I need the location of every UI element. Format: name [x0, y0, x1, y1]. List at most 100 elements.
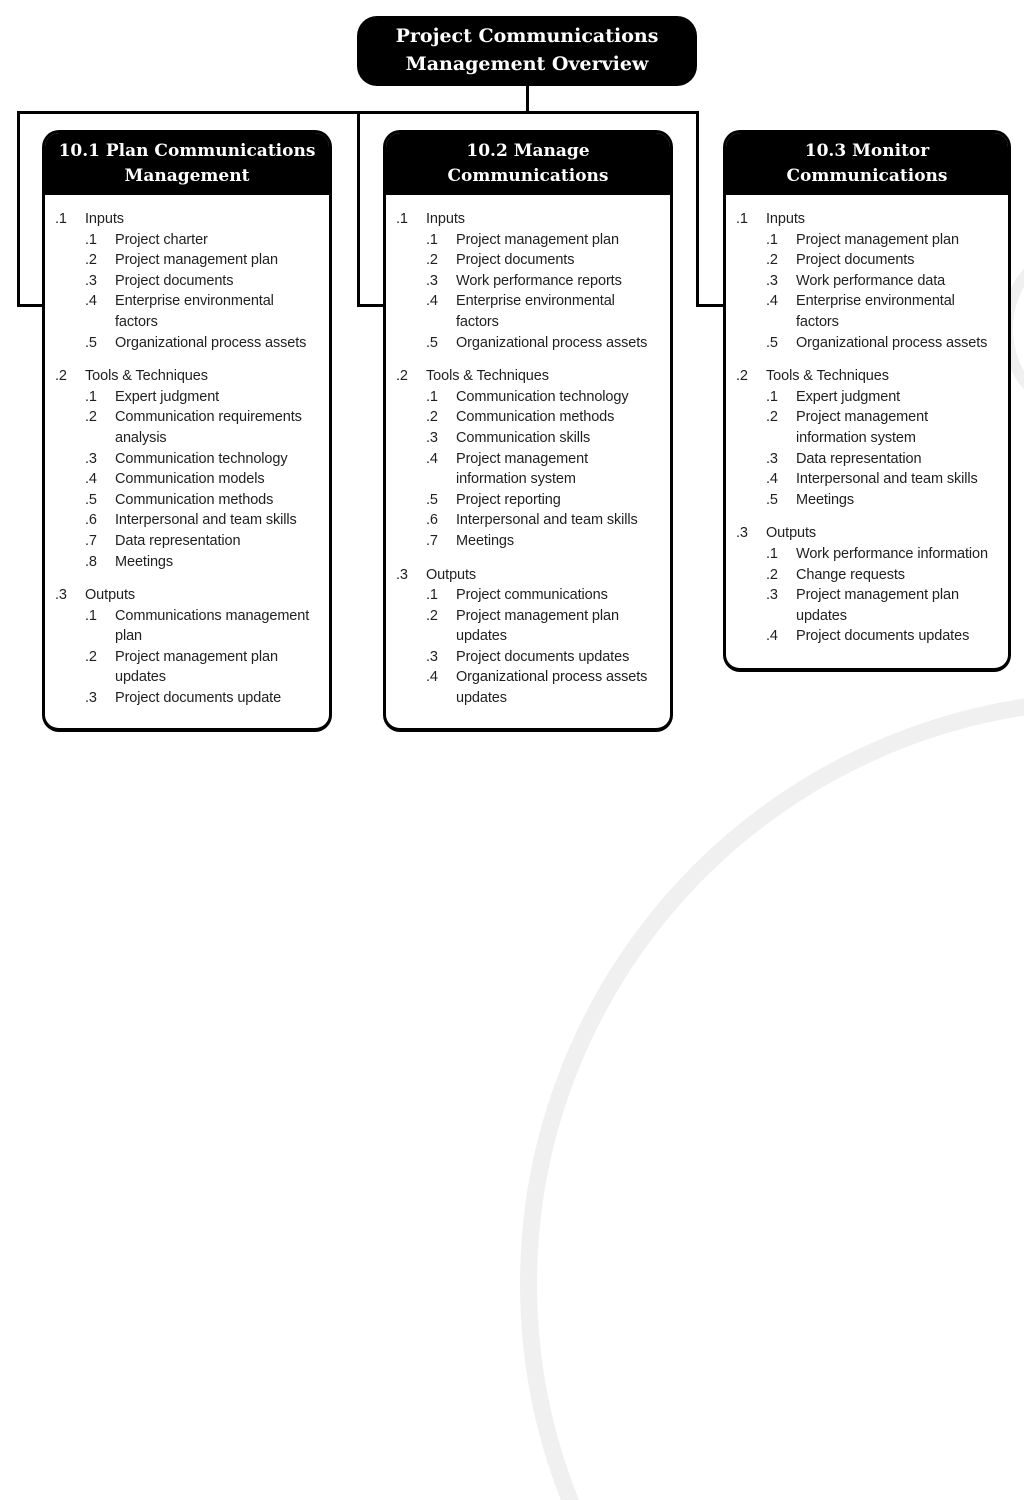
section-label: Inputs	[766, 211, 805, 227]
item-text: Work performance data	[796, 272, 946, 289]
item-text: Project documents	[115, 272, 234, 289]
section-10-1-tools: .2 Tools & Techniques .1 Expert judgment…	[55, 366, 327, 572]
connector-drop-3	[696, 111, 699, 307]
item-number: .4	[426, 293, 438, 310]
list-item: .1 Communications management plan	[85, 606, 327, 647]
item-text: Work performance reports	[456, 272, 622, 289]
list-item: .2 Change requests	[766, 565, 1006, 586]
item-text: Enterprise environmental factors	[456, 293, 615, 330]
section-number: .3	[396, 566, 408, 583]
section-heading: .1 Inputs	[736, 209, 1006, 230]
list-item: .1 Work performance information	[766, 544, 1006, 565]
list-item: .2 Project management plan updates	[85, 647, 327, 688]
list-item: .5 Communication methods	[85, 490, 327, 511]
list-item: .1 Project management plan	[766, 230, 1006, 251]
section-number: .3	[736, 525, 748, 542]
item-text: Project management information system	[456, 450, 588, 488]
item-number: .1	[85, 607, 97, 624]
section-heading: .1 Inputs	[55, 209, 327, 230]
list-item: .3 Communication technology	[85, 449, 327, 470]
item-text: Organizational process assets	[115, 334, 307, 351]
item-number: .2	[426, 252, 438, 269]
list-item: .3 Project documents updates	[426, 647, 668, 668]
watermark-arc-bottom	[520, 692, 1024, 1500]
item-text: Meetings	[456, 532, 515, 549]
list-item: .2 Project management plan updates	[426, 606, 668, 647]
item-text: Interpersonal and team skills	[456, 512, 638, 529]
item-text: Expert judgment	[796, 388, 901, 405]
section-10-3-tools: .2 Tools & Techniques .1 Expert judgment…	[736, 366, 1006, 510]
connector-stub-3	[696, 304, 726, 307]
section-label: Outputs	[85, 587, 136, 604]
list-item: .3 Project documents update	[85, 688, 327, 709]
list-item: .4 Interpersonal and team skills	[766, 469, 1006, 490]
item-text: Communication skills	[456, 429, 591, 446]
item-number: .6	[85, 512, 97, 529]
section-label: Outputs	[766, 525, 817, 542]
item-number: .3	[426, 648, 438, 665]
item-text: Data representation	[796, 450, 922, 467]
item-text: Organizational process assets	[796, 334, 988, 351]
list-item: .6 Interpersonal and team skills	[85, 510, 327, 531]
connector-title-drop	[526, 86, 529, 112]
process-card-10-2: 10.2 Manage Communications .1 Inputs .1 …	[383, 130, 673, 732]
item-number: .1	[85, 231, 97, 248]
section-label: Tools & Techniques	[426, 368, 549, 385]
item-number: .2	[85, 648, 97, 665]
item-number: .4	[85, 293, 97, 310]
section-number: .1	[736, 211, 748, 227]
list-item: .1 Project management plan	[426, 230, 668, 251]
list-item: .4 Project documents updates	[766, 626, 1006, 647]
item-number: .5	[426, 334, 438, 351]
section-heading: .2 Tools & Techniques	[736, 366, 1006, 387]
item-text: Project charter	[115, 231, 208, 248]
item-text: Communications management plan	[115, 607, 310, 645]
section-heading: .3 Outputs	[55, 585, 327, 606]
connector-stub-1	[17, 304, 45, 307]
list-item: .5 Organizational process assets	[766, 333, 1006, 354]
process-card-10-2-title: 10.2 Manage Communications	[447, 141, 609, 186]
item-text: Work performance information	[796, 545, 988, 562]
item-text: Interpersonal and team skills	[796, 471, 978, 488]
item-number: .2	[766, 409, 778, 426]
list-item: .5 Organizational process assets	[426, 333, 668, 354]
item-text: Project management information system	[796, 409, 928, 446]
list-item: .3 Work performance data	[766, 271, 1006, 292]
list-item: .3 Project documents	[85, 271, 327, 292]
item-text: Project management plan updates	[456, 607, 619, 645]
connector-drop-2	[357, 111, 360, 307]
diagram-canvas: Project Communications Management Overvi…	[17, 16, 1024, 1500]
item-number: .7	[85, 532, 97, 549]
list-item: .1 Project communications	[426, 585, 668, 606]
item-number: .4	[766, 628, 778, 645]
item-text: Project documents updates	[456, 648, 630, 665]
section-10-2-inputs: .1 Inputs .1 Project management plan .2 …	[396, 209, 668, 353]
item-text: Communication models	[115, 471, 265, 488]
list-item: .3 Project management plan updates	[766, 585, 1006, 626]
item-number: .5	[85, 334, 97, 351]
section-heading: .1 Inputs	[396, 209, 668, 230]
section-label: Tools & Techniques	[766, 368, 889, 385]
section-10-1-inputs: .1 Inputs .1 Project charter .2 Project …	[55, 209, 327, 353]
section-number: .1	[55, 211, 67, 227]
item-text: Project management plan updates	[115, 648, 278, 686]
list-item: .3 Communication skills	[426, 428, 668, 449]
process-card-10-3-header: 10.3 Monitor Communications	[726, 133, 1008, 195]
item-text: Change requests	[796, 566, 905, 583]
item-text: Enterprise environmental factors	[796, 293, 955, 330]
list-item: .7 Data representation	[85, 531, 327, 552]
item-number: .3	[766, 450, 778, 467]
item-number: .1	[766, 388, 778, 405]
item-number: .2	[426, 607, 438, 624]
item-text: Project management plan	[796, 231, 959, 248]
item-number: .3	[766, 587, 778, 604]
list-item: .4 Enterprise environmental factors	[426, 291, 668, 332]
process-card-10-2-header: 10.2 Manage Communications	[386, 133, 670, 195]
list-item: .3 Data representation	[766, 449, 1006, 470]
list-item: .4 Project management information system	[426, 449, 668, 490]
item-text: Organizational process assets	[456, 334, 648, 351]
section-number: .2	[736, 368, 748, 385]
process-card-10-3-body: .1 Inputs .1 Project management plan .2 …	[726, 195, 1008, 647]
process-card-10-2-body: .1 Inputs .1 Project management plan .2 …	[386, 195, 670, 709]
list-item: .2 Communication methods	[426, 407, 668, 428]
